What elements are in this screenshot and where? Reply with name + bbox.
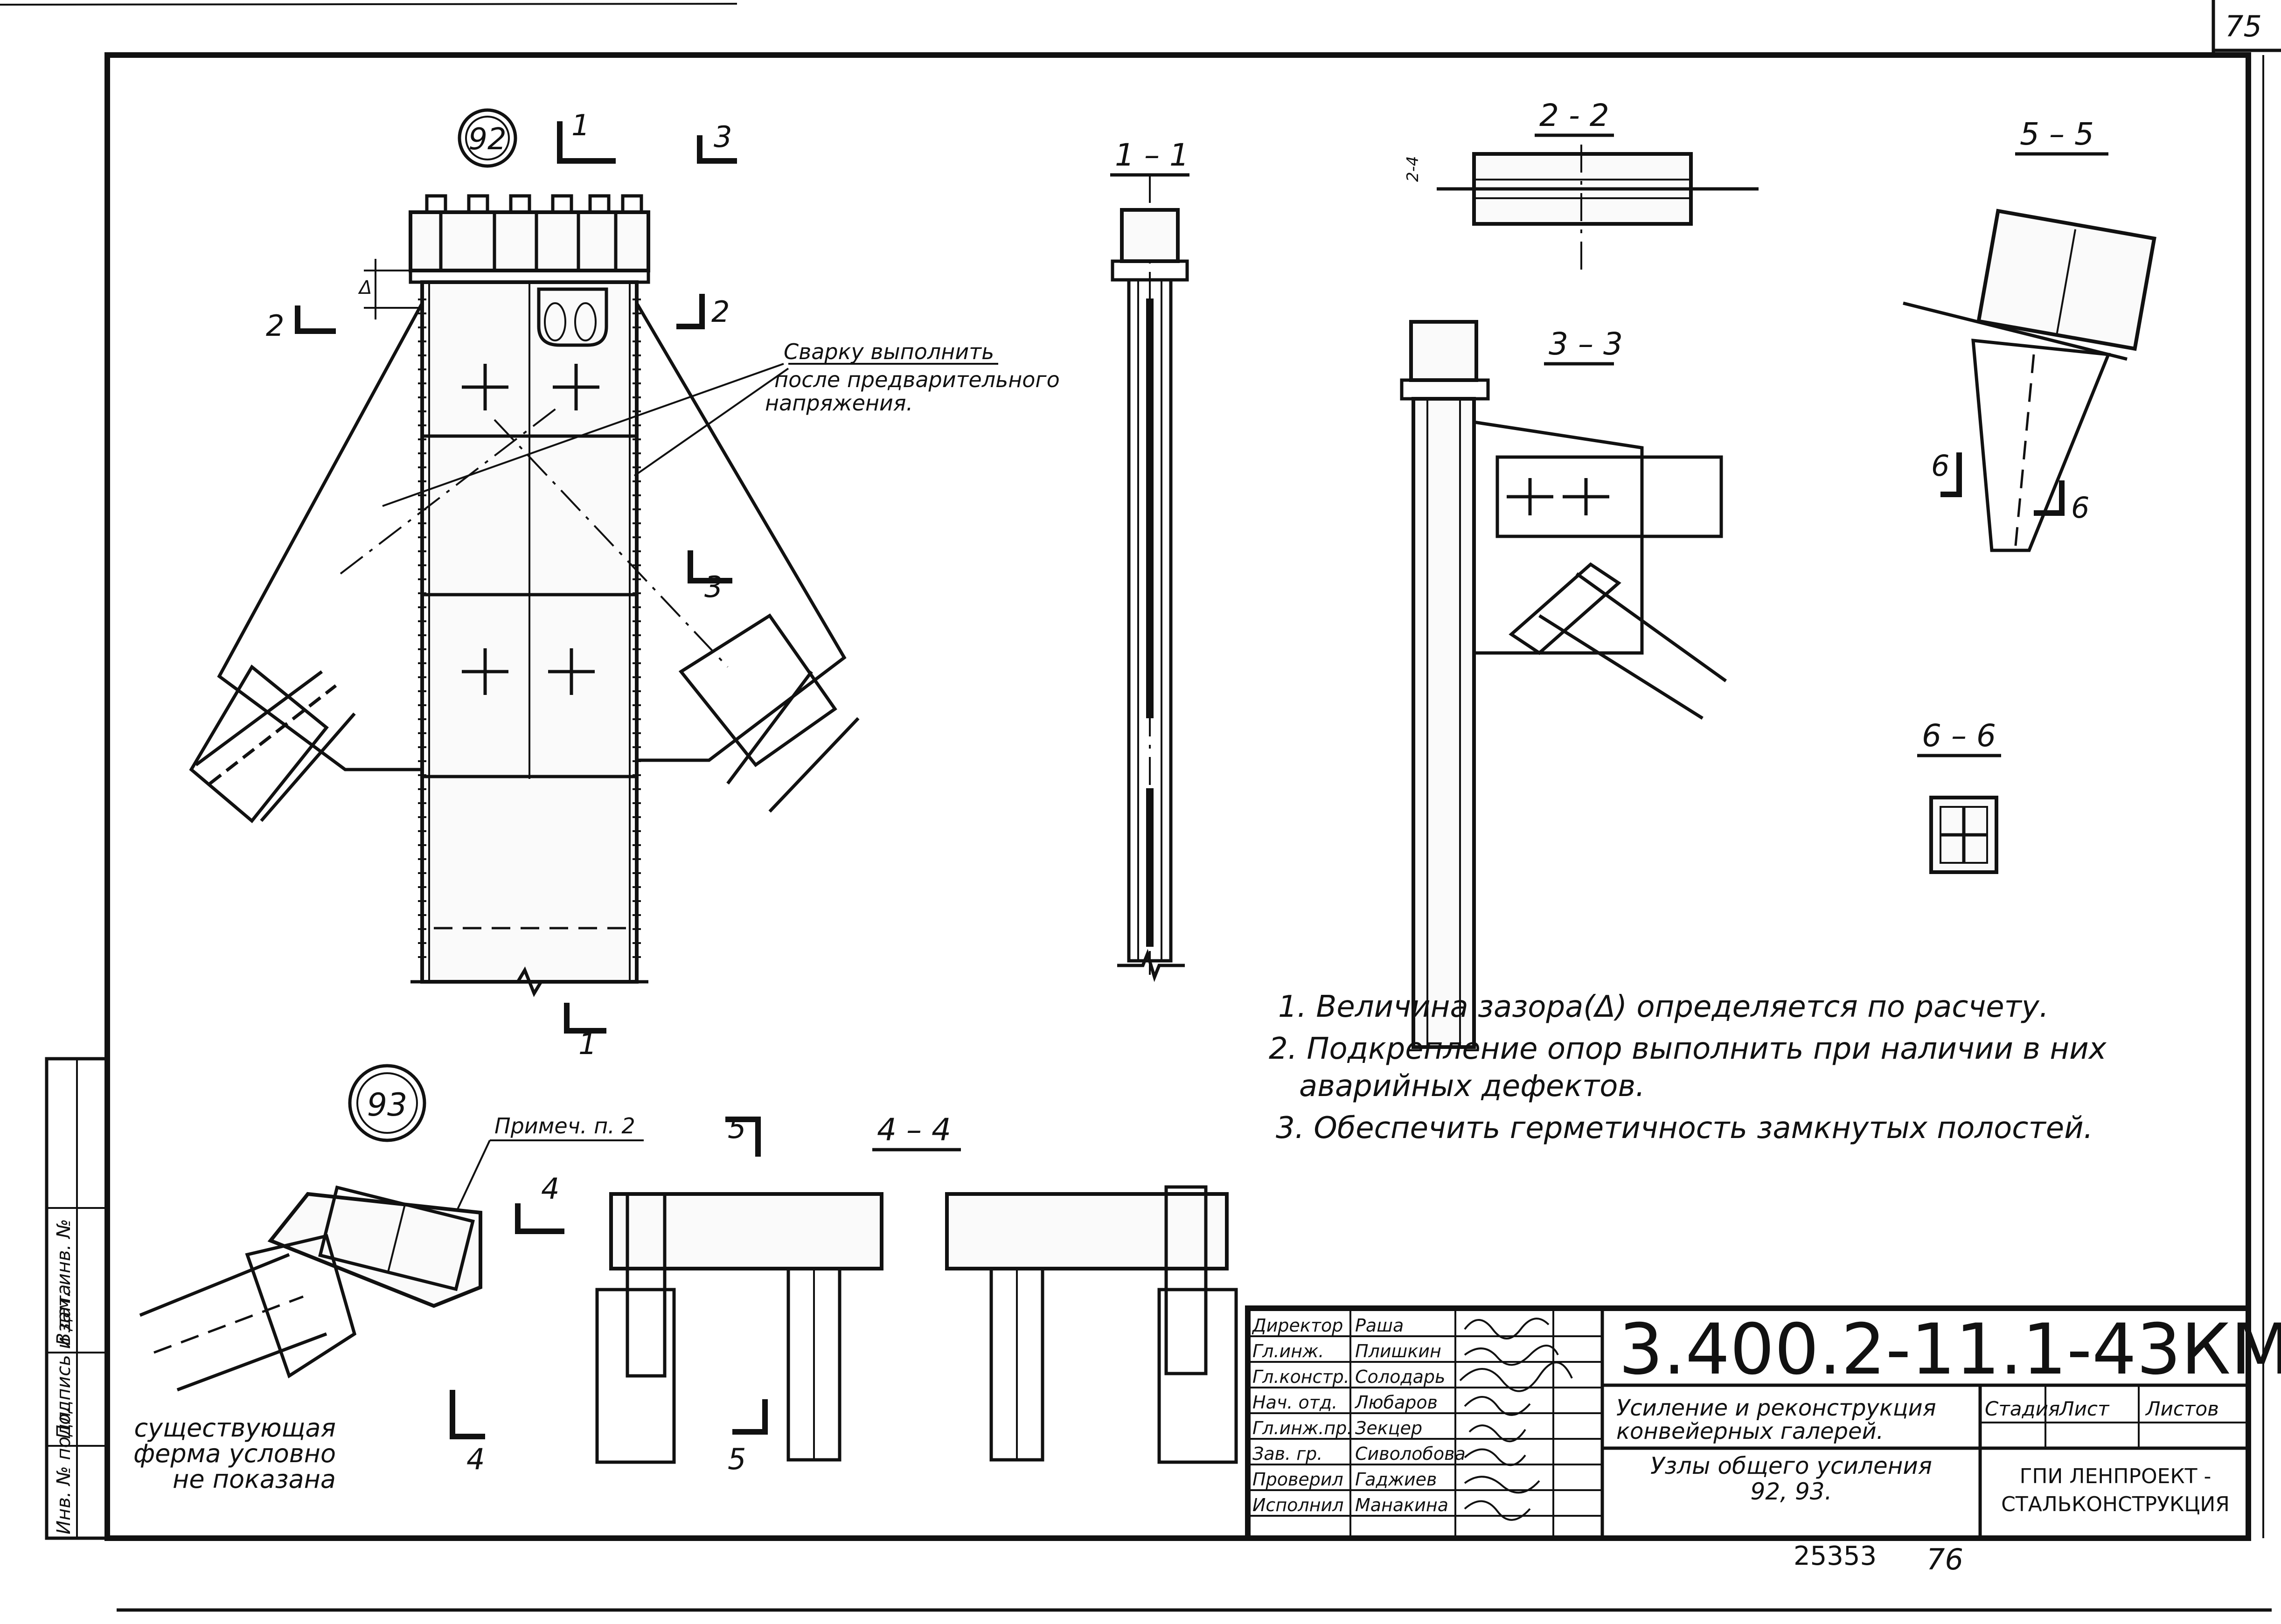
mark-5-top: 5 (728, 1111, 746, 1145)
stamp-signature-date: Подпись и дата (53, 1284, 75, 1439)
section-2-2-title: 2 - 2 (1539, 97, 1609, 133)
footer-page: 76 (1926, 1542, 1963, 1576)
name-0: Раша (1355, 1315, 1404, 1336)
general-notes: 1. Величина зазора(Δ) определяется по ра… (1269, 990, 2107, 1145)
subject-line2: конвейерных галерей. (1616, 1418, 1884, 1444)
role-1: Гл.инж. (1252, 1341, 1324, 1361)
role-7: Исполнил (1252, 1495, 1344, 1515)
bolt-row (425, 194, 643, 214)
remark-callout: Примеч. п. 2 (494, 1113, 635, 1138)
mark-1-top: 1 (571, 108, 590, 142)
delta-dimension: Δ (358, 277, 372, 298)
section-6-6-title: 6 – 6 (1922, 718, 1996, 754)
weld-note-line3: напряжения. (765, 390, 913, 416)
node-92-circle (458, 108, 517, 168)
role-0: Директор (1252, 1315, 1343, 1336)
name-1: Плишкин (1355, 1341, 1441, 1361)
signatures (1459, 1318, 1573, 1521)
note-3: 3. Обеспечить герметичность замкнутых по… (1276, 1111, 2093, 1145)
name-3: Любаров (1354, 1392, 1438, 1413)
name-5: Сиволобова (1355, 1444, 1466, 1464)
section-4-4: 4 – 4 5 5 (595, 1111, 1238, 1476)
node-93-circle (348, 1064, 426, 1142)
subject-line1: Усиление и реконструкция (1616, 1395, 1936, 1421)
node-92-label: 92 (468, 122, 506, 157)
drawing-code: 3.400.2-11.1-43КМ (1619, 1309, 2281, 1390)
node-title-line1: Узлы общего усиления (1650, 1452, 1932, 1479)
title-block: Директор Гл.инж. Гл.констр. Нач. отд. Гл… (1245, 1305, 2281, 1541)
page-number: 75 (2225, 9, 2262, 43)
name-6: Гаджиев (1355, 1469, 1437, 1490)
mark-2-right: 2 (711, 295, 730, 329)
stamp-inv-podl: Инв. № подл. (53, 1406, 75, 1534)
name-2: Солодарь (1355, 1367, 1445, 1387)
node-92-view: 92 1 3 2 2 3 1 Δ (189, 108, 1060, 1061)
section-5-5: 5 – 5 6 6 (1903, 116, 2156, 552)
node-93-label: 93 (367, 1087, 408, 1124)
existing-truss-line3: не показана (173, 1464, 336, 1494)
role-3: Нач. отд. (1252, 1392, 1337, 1413)
note-2-cont: аварийных дефектов. (1299, 1069, 1645, 1103)
section-1-1: 1 – 1 (1110, 137, 1189, 982)
section-5-5-title: 5 – 5 (2020, 116, 2094, 152)
role-4: Гл.инж.пр. (1252, 1418, 1352, 1438)
section-1-1-title: 1 – 1 (1115, 137, 1189, 173)
brace-right (678, 613, 860, 813)
weld-note-line1: Сварку выполнить (784, 339, 994, 364)
role-5: Зав. гр. (1252, 1444, 1322, 1464)
section-2-2: 2 - 2 2-4 (1404, 97, 1759, 271)
section-6-6: 6 – 6 (1917, 718, 2001, 874)
stage-label: Стадия (1985, 1397, 2060, 1420)
organization-line2: СТАЛЬКОНСТРУКЦИЯ (2001, 1492, 2230, 1516)
node-93-view: 93 Примеч. п. 2 4 4 существующая ферма у… (133, 1064, 644, 1494)
sheet-label: Лист (2058, 1397, 2110, 1420)
name-4: Зекцер (1355, 1418, 1422, 1438)
stamp-vzam-inv: Взам. инв. № (53, 1219, 75, 1346)
existing-truss-line2: ферма условно (133, 1439, 336, 1468)
section-3-3: 3 – 3 (1400, 320, 1727, 1049)
weld-note-line2: после предварительного (774, 367, 1060, 392)
section-3-3-title: 3 – 3 (1549, 326, 1623, 362)
mark-4-top: 4 (541, 1172, 559, 1206)
mark-6-left: 6 (1931, 449, 1949, 483)
mark-3-right: 3 (704, 570, 723, 604)
node-title-line2: 92, 93. (1751, 1478, 1832, 1505)
mark-4-bottom: 4 (466, 1442, 485, 1476)
name-7: Манакина (1355, 1495, 1448, 1515)
gap-dimension: 2-4 (1404, 156, 1422, 182)
sheets-label: Листов (2145, 1397, 2219, 1420)
organization-line1: ГПИ ЛЕНПРОЕКТ - (2020, 1464, 2211, 1488)
brace-left (189, 664, 356, 823)
note-1: 1. Величина зазора(Δ) определяется по ра… (1278, 990, 2049, 1024)
mark-6-right: 6 (2071, 491, 2089, 525)
mark-1-bottom: 1 (578, 1027, 597, 1061)
note-2: 2. Подкрепление опор выполнить при налич… (1269, 1032, 2107, 1066)
mark-2-left: 2 (266, 309, 284, 343)
footer-number: 25353 (1794, 1541, 1877, 1571)
section-4-4-title: 4 – 4 (877, 1112, 951, 1148)
role-6: Проверил (1252, 1469, 1343, 1490)
role-2: Гл.констр. (1252, 1367, 1349, 1387)
side-stamp: Инв. № подл. Подпись и дата Взам. инв. № (45, 1057, 109, 1540)
mark-3-top: 3 (714, 120, 732, 154)
existing-truss-line1: существующая (134, 1413, 336, 1443)
mark-5-bottom: 5 (728, 1442, 746, 1476)
